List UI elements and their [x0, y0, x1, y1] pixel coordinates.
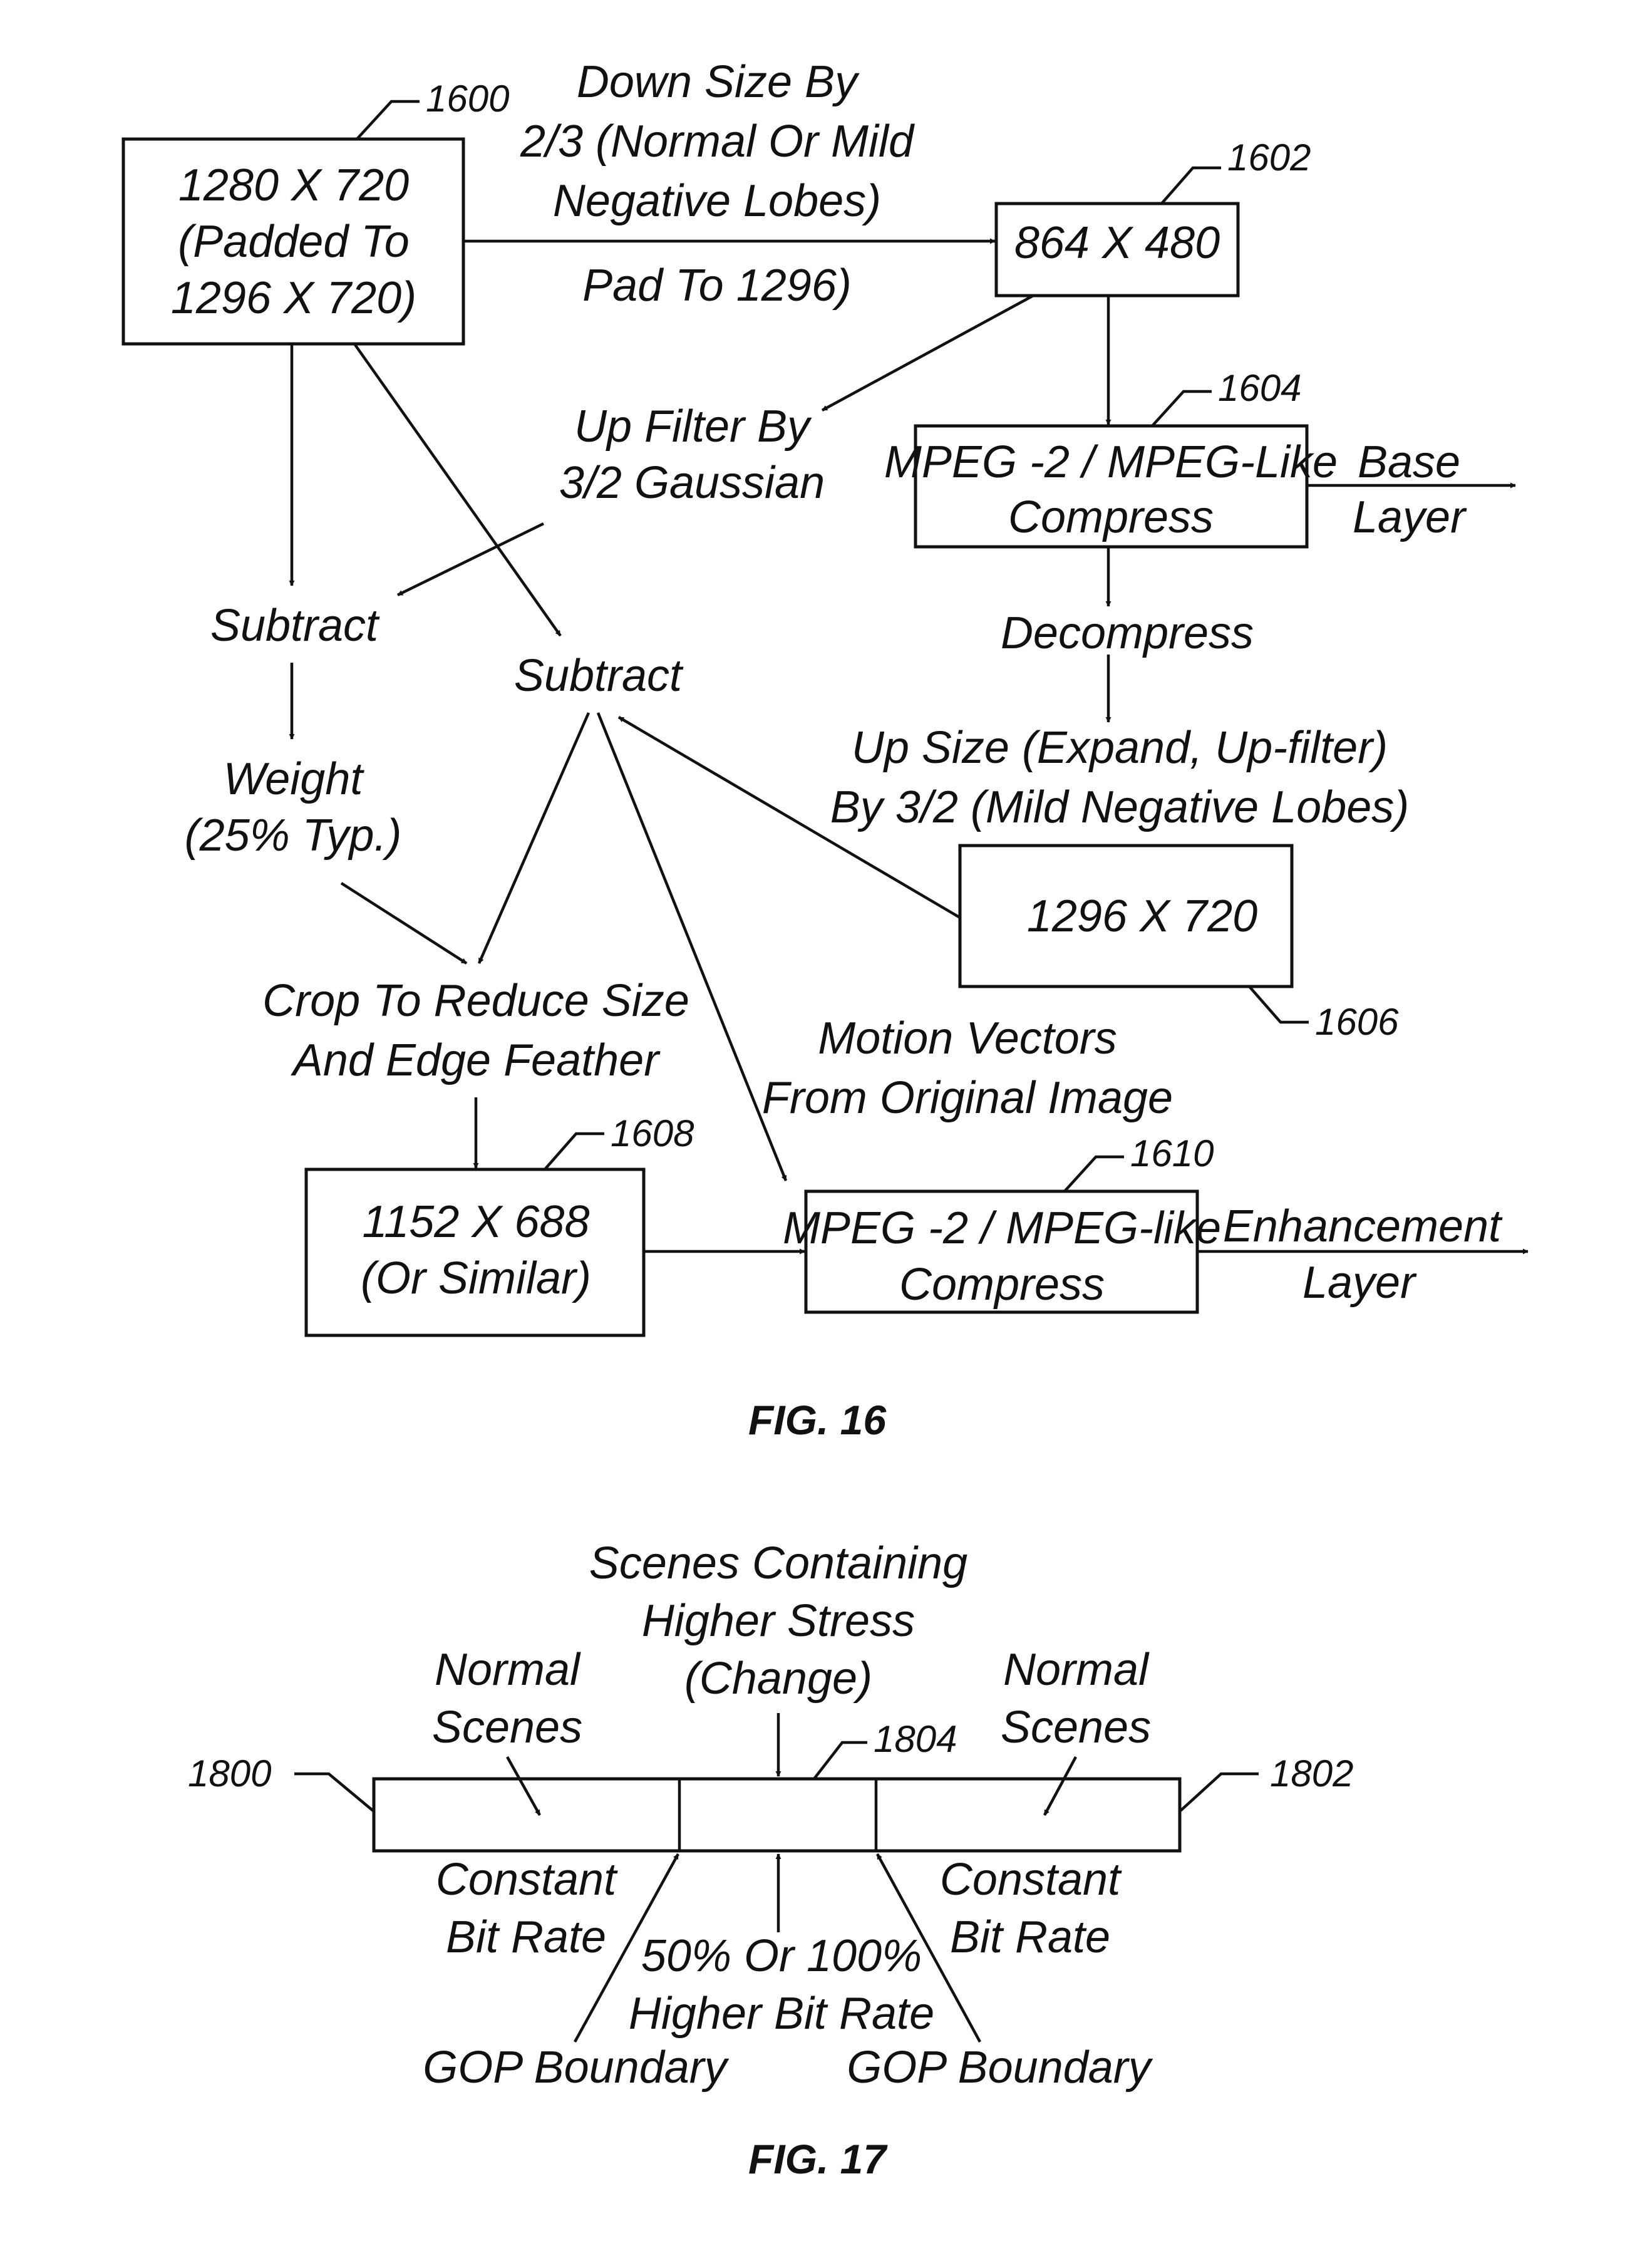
label-gop-left: GOP Boundary — [423, 2043, 730, 2093]
label-stress-line-2: Higher Stress — [642, 1596, 915, 1646]
ref-1606: 1606 — [1315, 1001, 1399, 1043]
leader-1804 — [813, 1741, 867, 1780]
block-1610-line-1: MPEG -2 / MPEG-like — [783, 1203, 1221, 1253]
label-subtract-left: Subtract — [210, 601, 380, 651]
block-1604-line-2: Compress — [1008, 492, 1214, 542]
ref-1800: 1800 — [188, 1753, 271, 1794]
block-1600-line-3: 1296 X 720) — [171, 273, 416, 323]
leader-1802 — [1179, 1772, 1259, 1813]
arrow-1600-to-subtract-mid — [353, 343, 562, 637]
arrow-gop-right — [876, 1853, 981, 2043]
leader-1610 — [1063, 1155, 1124, 1193]
ref-1602: 1602 — [1227, 137, 1311, 179]
arrow-upfilter-to-subtract-left — [397, 522, 544, 597]
ref-1610: 1610 — [1130, 1132, 1214, 1174]
label-crop-line-2: And Edge Feather — [291, 1035, 661, 1085]
label-motion-line-2: From Original Image — [762, 1073, 1173, 1123]
arrow-1606-to-subtract-mid — [617, 716, 961, 919]
label-upfilter-line-2: 3/2 Gaussian — [559, 458, 825, 508]
ref-1802: 1802 — [1270, 1753, 1353, 1794]
block-1608-line-2: (Or Similar) — [361, 1253, 591, 1303]
block-1604-line-1: MPEG -2 / MPEG-Like — [884, 437, 1338, 487]
block-1600-line-1: 1280 X 720 — [178, 160, 409, 210]
arrow-normal-right — [1043, 1756, 1077, 1816]
label-weight-line-2: (25% Typ.) — [185, 810, 402, 861]
leader-1600 — [356, 100, 420, 140]
label-normal-right-line-2: Scenes — [1001, 1702, 1151, 1753]
label-cbr-right-line-1: Constant — [940, 1855, 1122, 1905]
label-cbr-left-line-1: Constant — [436, 1855, 618, 1905]
fig17-caption: FIG. 17 — [748, 2136, 888, 2182]
label-pad: Pad To 1296) — [582, 261, 852, 311]
ref-1608: 1608 — [611, 1112, 694, 1154]
leader-1602 — [1160, 166, 1221, 205]
label-cbr-right-line-2: Bit Rate — [950, 1912, 1110, 1962]
label-normal-left-line-2: Scenes — [432, 1702, 582, 1753]
label-base-line-2: Layer — [1353, 492, 1467, 542]
arrow-normal-left — [506, 1756, 541, 1816]
label-downsize-line-3: Negative Lobes) — [553, 176, 881, 226]
label-weight-line-1: Weight — [224, 754, 365, 804]
label-higher-line-2: Higher Bit Rate — [629, 1989, 934, 2039]
block-1600-source: 1280 X 720 (Padded To 1296 X 720) — [121, 137, 465, 346]
ref-1804: 1804 — [874, 1718, 957, 1760]
fig16-caption: FIG. 16 — [748, 1397, 887, 1443]
block-1610-line-2: Compress — [899, 1260, 1105, 1310]
label-subtract-mid: Subtract — [514, 651, 684, 701]
label-decompress: Decompress — [1001, 608, 1254, 658]
arrow-weight-to-crop — [340, 882, 468, 965]
arrow-subtract-mid-to-1610 — [596, 712, 788, 1181]
label-upsize-line-1: Up Size (Expand, Up-filter) — [852, 723, 1388, 773]
block-1600-line-2: (Padded To — [178, 217, 410, 267]
leader-1800 — [294, 1772, 375, 1813]
fig16-diagram: 1280 X 720 (Padded To 1296 X 720) 1600 8… — [121, 57, 1529, 1443]
label-crop-line-1: Crop To Reduce Size — [262, 976, 689, 1026]
label-base-line-1: Base — [1358, 437, 1460, 487]
label-enhancement-line-1: Enhancement — [1223, 1201, 1503, 1251]
leader-1606 — [1248, 985, 1309, 1024]
arrow-gop-left — [574, 1853, 679, 2043]
label-stress-line-3: (Change) — [684, 1654, 872, 1704]
label-normal-right-line-1: Normal — [1003, 1645, 1150, 1695]
label-motion-line-1: Motion Vectors — [818, 1013, 1117, 1064]
label-downsize-line-2: 2/3 (Normal Or Mild — [520, 117, 915, 167]
label-higher-line-1: 50% Or 100% — [641, 1931, 922, 1981]
block-1602-downsized: 864 X 480 — [994, 202, 1240, 298]
label-stress-line-1: Scenes Containing — [589, 1538, 967, 1588]
label-normal-left-line-1: Normal — [435, 1645, 581, 1695]
block-1610-enhancement-compress: MPEG -2 / MPEG-like Compress — [783, 1189, 1221, 1314]
leader-1608 — [544, 1132, 604, 1171]
arrow-subtract-mid-to-crop — [477, 712, 591, 964]
bitrate-timeline — [372, 1777, 1182, 1853]
leader-1604 — [1151, 390, 1212, 427]
block-1606-upsized: 1296 X 720 — [958, 844, 1294, 988]
label-gop-right: GOP Boundary — [847, 2043, 1153, 2093]
label-enhancement-line-2: Layer — [1302, 1258, 1417, 1308]
block-1608-cropped: 1152 X 688 (Or Similar) — [304, 1168, 646, 1337]
fig17-diagram: 1800 1802 1804 Scenes Containing Higher … — [188, 1538, 1353, 2182]
label-downsize-line-1: Down Size By — [577, 57, 860, 107]
label-upsize-line-2: By 3/2 (Mild Negative Lobes) — [830, 782, 1409, 832]
block-1608-line-1: 1152 X 688 — [363, 1197, 590, 1247]
arrow-1602-to-upfilter — [821, 294, 1034, 412]
label-upfilter-line-1: Up Filter By — [574, 401, 812, 452]
block-1602-line-1: 864 X 480 — [1014, 218, 1220, 268]
block-1606-line-1: 1296 X 720 — [1027, 891, 1257, 941]
ref-1600: 1600 — [426, 78, 509, 120]
ref-1604: 1604 — [1218, 367, 1301, 409]
label-cbr-left-line-2: Bit Rate — [446, 1912, 606, 1962]
block-1604-base-compress: MPEG -2 / MPEG-Like Compress — [884, 424, 1338, 549]
